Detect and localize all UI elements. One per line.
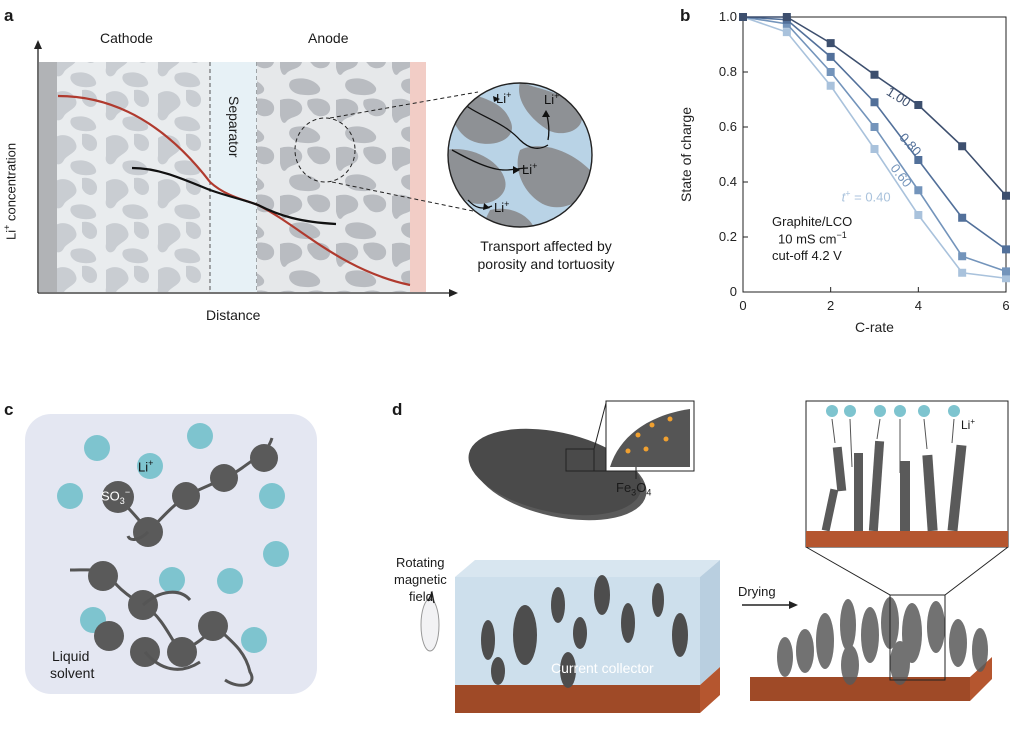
d-rotating-line2: magnetic	[394, 572, 447, 587]
cathode-region	[57, 62, 210, 292]
anode-collector	[410, 62, 426, 292]
series-point-0.40	[870, 145, 879, 153]
plot-frame	[742, 16, 1007, 293]
series-point-1.00	[914, 101, 923, 109]
series-point-0.80	[1002, 245, 1010, 254]
y-tick-label: 0.6	[719, 119, 737, 134]
series-point-1.00	[826, 39, 835, 48]
c-solvent-line2: solvent	[50, 665, 95, 681]
a-y-label: Li+ concentration	[2, 142, 19, 240]
series-label-0.40: t+ = 0.40	[842, 188, 891, 204]
c-solvent-line1: Liquid	[52, 648, 90, 664]
series-point-0.80	[826, 52, 835, 61]
d-fe3o4-label: Fe3O4	[616, 480, 652, 498]
series-point-1.00	[958, 142, 967, 151]
x-tick-label: 0	[739, 298, 746, 313]
dried-zoom-box	[889, 594, 946, 681]
series-point-0.80	[914, 156, 923, 164]
panel-c-letter: c	[4, 400, 14, 419]
zoom-region	[294, 117, 356, 183]
series-point-1.00	[739, 13, 747, 21]
x-axis-label: C-rate	[855, 319, 894, 335]
d-current-collector-label: Current collector	[551, 660, 654, 676]
dried-platelets	[777, 597, 988, 685]
series-point-0.40	[958, 268, 967, 277]
series-point-1.00	[870, 70, 879, 79]
y-tick-label: 0.2	[719, 229, 737, 244]
c-ion-label: Li+	[138, 458, 154, 475]
series-point-0.40	[1002, 274, 1010, 283]
series-label-1.00: 1.00	[884, 84, 913, 110]
d-ion-label: Li+	[961, 417, 976, 432]
y-tick-label: 0.4	[719, 174, 737, 189]
y-tick-label: 1.0	[719, 9, 737, 24]
aligned-platelets-left	[481, 575, 688, 688]
panel-d-letter: d	[392, 400, 403, 419]
d-rotating-line1: Rotating	[396, 555, 445, 570]
platelet-zoom-box	[565, 448, 595, 472]
series-point-0.60	[826, 68, 835, 76]
y-tick-label: 0	[730, 284, 737, 299]
series-point-0.60	[914, 186, 923, 195]
series-line-1.00	[743, 16, 1007, 197]
li-ions	[57, 423, 289, 653]
b-annotation-line2: 10 mS cm−1	[778, 230, 847, 247]
separator-label: Separator	[226, 96, 242, 158]
series-point-1.00	[1002, 191, 1010, 200]
d-rotating-line3: field	[409, 589, 433, 604]
y-tick-label: 0.8	[719, 64, 737, 79]
soc-chart: 0 2 4 6 0 0.2 0.4 0.6 0.8 1.0C-rate State of charg…	[678, 9, 1010, 335]
vertical-channels	[821, 440, 967, 532]
anode-label: Anode	[308, 30, 349, 46]
series-point-0.40	[914, 211, 923, 219]
series-point-0.40	[826, 81, 835, 90]
series-point-0.60	[958, 252, 967, 261]
a-x-label: Distance	[206, 307, 261, 323]
series-point-0.60	[870, 123, 879, 131]
pore-zoom	[448, 83, 592, 227]
c-anion-label: SO3−	[101, 487, 131, 506]
series-point-0.60	[1002, 267, 1010, 276]
b-annotation-line3: cut-off 4.2 V	[772, 248, 842, 263]
cathode-collector	[39, 62, 57, 292]
pore-caption-line1: Transport affected by	[480, 238, 612, 254]
panel-d-diagram	[420, 400, 1009, 713]
series-point-0.60	[782, 19, 791, 28]
panel-c-diagram	[25, 414, 317, 694]
cathode-label: Cathode	[100, 30, 153, 46]
concentration-curve-steady	[131, 166, 337, 226]
series-label-0.80: 0.80	[896, 130, 924, 159]
x-tick-label: 2	[827, 298, 834, 313]
y-axis-label: State of charge	[678, 107, 694, 202]
anode-region	[257, 62, 410, 292]
series-point-1.00	[782, 13, 791, 21]
panel-a-diagram: Li+ Li+ Li+ Li+	[34, 40, 593, 297]
d-drying-label: Drying	[738, 584, 776, 599]
x-tick-label: 4	[915, 298, 922, 313]
separator-region	[210, 62, 257, 292]
panel-a-letter: a	[4, 6, 14, 25]
series-point-0.80	[870, 98, 879, 107]
rotating-field-icon	[420, 598, 440, 652]
x-tick-label: 6	[1002, 298, 1009, 313]
b-annotation-line1: Graphite/LCO	[772, 214, 853, 229]
series-point-0.80	[958, 213, 967, 222]
pore-caption-line2: porosity and tortuosity	[477, 256, 615, 272]
panel-b-letter: b	[680, 6, 691, 25]
series-point-0.40	[782, 28, 791, 37]
